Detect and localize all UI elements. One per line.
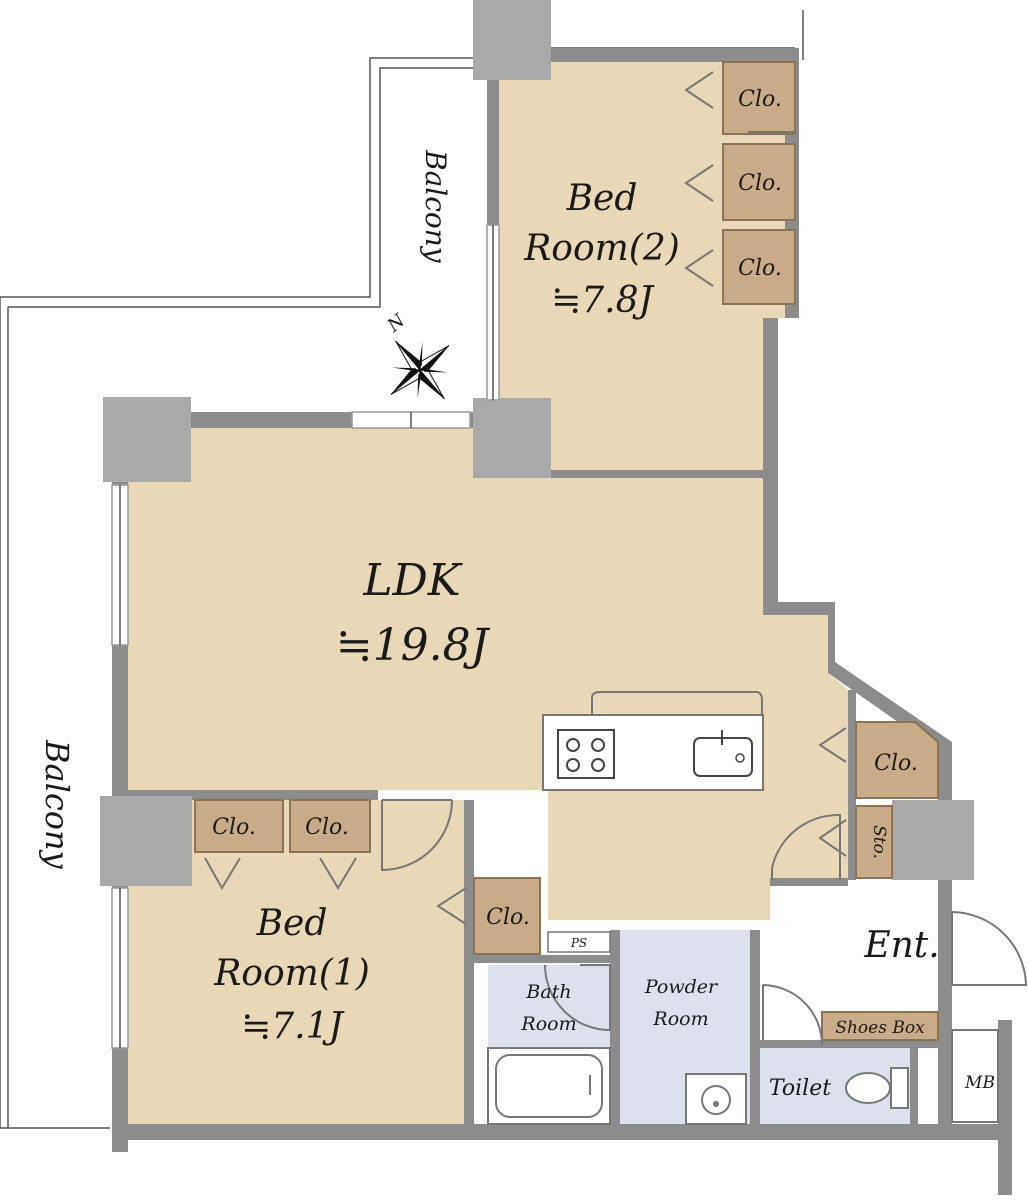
closet-ldk-label: Clo. xyxy=(874,751,918,776)
bed-room-1-area: ≒7.1J xyxy=(241,1006,345,1047)
interior-walls xyxy=(128,470,952,1124)
closet-ldk xyxy=(855,721,939,799)
column xyxy=(473,0,551,80)
pipe-space-label: PS xyxy=(570,936,587,950)
washbasin-icon xyxy=(685,1073,747,1125)
bed-room-2-floor xyxy=(499,62,785,470)
toilet-label: Toilet xyxy=(769,1076,831,1101)
bath-room-label-2: Room xyxy=(520,1013,576,1035)
bed-room-2-area: ≒7.8J xyxy=(551,280,655,321)
room-fills xyxy=(128,62,910,1124)
structural-columns xyxy=(100,0,974,886)
pipe-space xyxy=(547,931,611,953)
compass-rose-icon: N xyxy=(383,309,450,400)
toilet-icon xyxy=(890,1067,909,1109)
balcony-west-label: Balcony xyxy=(38,739,76,870)
doors xyxy=(381,799,1028,1046)
kitchen-counter xyxy=(542,691,764,791)
bathtub-icon xyxy=(487,1047,611,1125)
room-labels: Bed Room(2) ≒7.8J LDK ≒19.8J Bed Room(1)… xyxy=(38,87,995,1101)
closet-bed1-2 xyxy=(289,799,371,853)
column xyxy=(103,397,191,482)
fixtures xyxy=(487,931,999,1125)
powder-room-label-2: Room xyxy=(652,1008,708,1030)
ldk-floor xyxy=(128,428,848,920)
ldk-area: ≒19.8J xyxy=(336,620,491,671)
closet-bed2-1-label: Clo. xyxy=(738,87,782,112)
closet-bed1-1-label: Clo. xyxy=(212,815,256,840)
closet-bed1-3-label: Clo. xyxy=(486,905,530,930)
bed-room-2-label-1: Bed xyxy=(566,178,638,219)
bed-room-1-label-1: Bed xyxy=(256,903,328,944)
closet-bed2-2-label: Clo. xyxy=(738,171,782,196)
storage-label: Sto. xyxy=(869,825,889,859)
powder-room-label-1: Powder xyxy=(644,976,719,998)
closets xyxy=(194,61,939,1041)
closet-bed2-2 xyxy=(722,143,796,221)
shoes-box xyxy=(821,1011,939,1041)
closet-bed1-1 xyxy=(194,799,284,853)
closet-bed1-2-label: Clo. xyxy=(305,815,349,840)
storage-closet xyxy=(855,805,893,879)
closet-door-marks xyxy=(204,71,847,925)
closet-bed2-3 xyxy=(722,229,796,305)
column xyxy=(100,796,192,886)
balcony-north-label: Balcony xyxy=(419,149,452,264)
shoes-box-label: Shoes Box xyxy=(835,1018,925,1038)
meter-box xyxy=(951,1029,999,1123)
compass-north-label: N xyxy=(383,309,410,337)
windows xyxy=(111,224,500,1049)
bath-room-label-1: Bath xyxy=(525,981,571,1003)
bed-room-1-label-2: Room(1) xyxy=(213,953,370,994)
closet-bed2-1 xyxy=(722,61,796,135)
closet-bed1-3 xyxy=(473,877,541,955)
closet-bed2-3-label: Clo. xyxy=(738,256,782,281)
column xyxy=(473,398,551,478)
ldk-label: LDK xyxy=(362,555,462,606)
bed-room-2-label-2: Room(2) xyxy=(523,228,680,269)
stove-icon xyxy=(557,729,615,779)
column xyxy=(892,800,974,880)
meter-box-label: MB xyxy=(964,1073,995,1093)
entrance-label: Ent. xyxy=(863,925,939,966)
